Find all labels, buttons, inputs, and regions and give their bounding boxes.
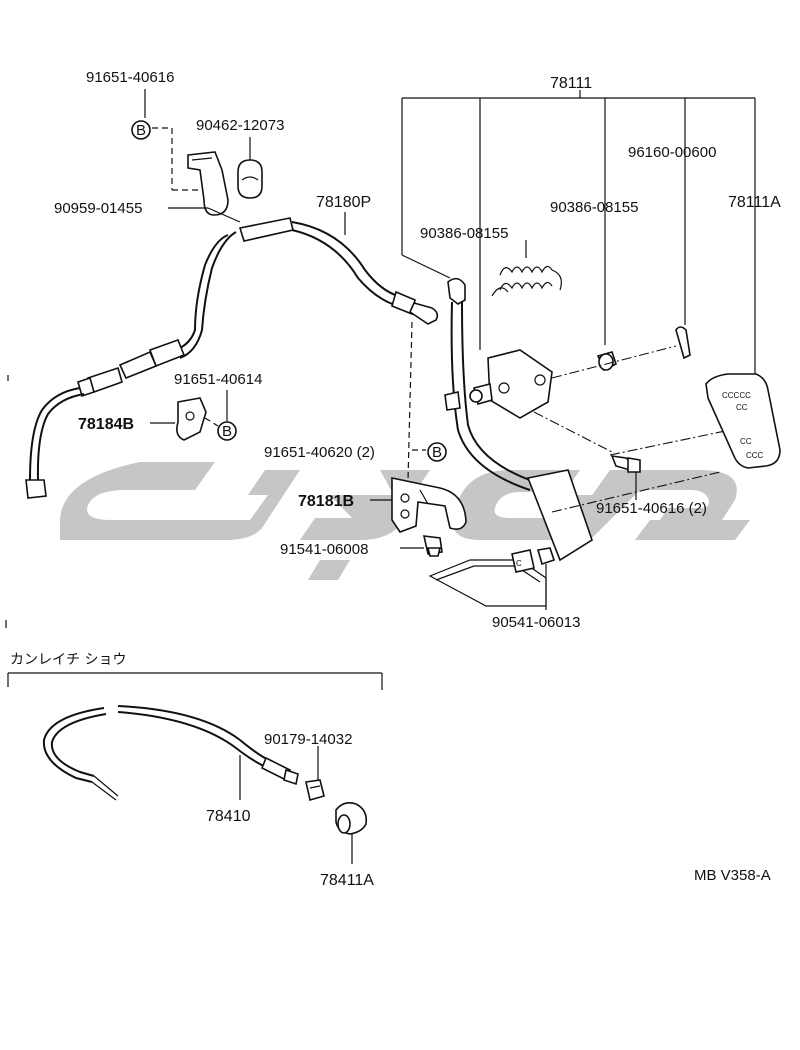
label-90386-08155-a: 90386-08155 bbox=[420, 225, 508, 242]
throttle-cable-78180P bbox=[25, 212, 439, 499]
section-title-cold-region: カンレイチ ショウ bbox=[10, 652, 126, 668]
stopper-91541-06008 bbox=[400, 535, 443, 557]
label-90959-01455: 90959-01455 bbox=[54, 200, 142, 217]
svg-text:CC: CC bbox=[740, 437, 752, 446]
bolt-91651-40620: B bbox=[427, 442, 447, 462]
label-78410: 78410 bbox=[206, 808, 251, 825]
label-78111: 78111 bbox=[550, 75, 592, 92]
bracket-78181B bbox=[370, 477, 467, 533]
svg-text:CCC: CCC bbox=[746, 451, 764, 460]
clip-90179-14032 bbox=[305, 746, 325, 802]
label-90179-14032: 90179-14032 bbox=[264, 731, 352, 748]
svg-text:CCCCC: CCCCC bbox=[722, 391, 751, 400]
bushing-90386-08155 bbox=[596, 351, 617, 372]
pedal-pad-78111A: CCCCC CC CC CCC bbox=[705, 373, 781, 469]
bolt-91651-40616-top: B bbox=[131, 89, 208, 191]
cable-78410 bbox=[42, 705, 299, 801]
spring-90386-08155 bbox=[491, 240, 562, 297]
label-78181B: 78181B bbox=[298, 493, 354, 510]
diagram-code: MB V358-A bbox=[694, 867, 771, 884]
knob-78411A bbox=[335, 802, 368, 864]
label-78184B: 78184B bbox=[78, 416, 134, 433]
pivot-bracket bbox=[469, 349, 553, 419]
bracket-90959-01455 bbox=[168, 151, 241, 223]
label-91651-40616-pedal: 91651-40616 (2) bbox=[596, 500, 707, 517]
bolt-marker-b-3: B bbox=[432, 444, 442, 461]
label-78111A: 78111A bbox=[728, 194, 781, 211]
label-91651-40620: 91651-40620 (2) bbox=[264, 444, 375, 461]
label-90541-06013: 90541-06013 bbox=[492, 614, 580, 631]
section-bracket bbox=[7, 672, 383, 690]
clamp-90462-12073 bbox=[237, 137, 263, 199]
label-78180P: 78180P bbox=[316, 194, 371, 211]
label-91651-40614: 91651-40614 bbox=[174, 371, 262, 388]
label-91651-40616-top: 91651-40616 bbox=[86, 69, 174, 86]
pedal-assembly-bracket-78111 bbox=[401, 90, 756, 380]
pedal-lever bbox=[444, 277, 593, 562]
label-91541-06008: 91541-06008 bbox=[280, 541, 368, 558]
label-90386-08155-b: 90386-08155 bbox=[550, 199, 638, 216]
svg-text:C: C bbox=[516, 559, 522, 568]
clip-78184B: B bbox=[150, 390, 237, 441]
bolt-91651-40616-pedal bbox=[610, 455, 641, 500]
svg-text:CC: CC bbox=[736, 403, 748, 412]
pin-96160-00600 bbox=[675, 326, 691, 360]
bolt-marker-b: B bbox=[136, 122, 146, 139]
bolt-marker-b-2: B bbox=[222, 423, 232, 440]
floor-stopper-90541-06013: C bbox=[428, 547, 556, 610]
label-78411A: 78411A bbox=[320, 872, 374, 889]
label-90462-12073: 90462-12073 bbox=[196, 117, 284, 134]
label-96160-00600: 96160-00600 bbox=[628, 144, 716, 161]
